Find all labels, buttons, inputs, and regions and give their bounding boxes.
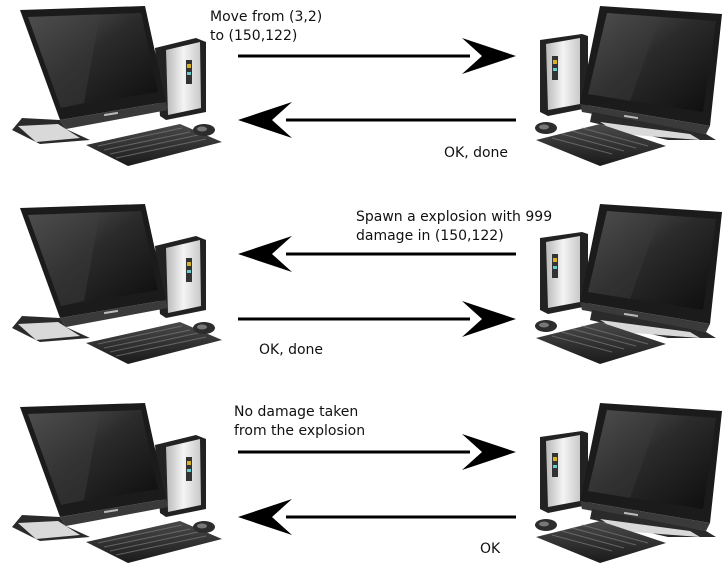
- row1-message: Move from (3,2) to (150,122): [210, 8, 322, 46]
- arrow-right-head-icon: [462, 434, 516, 470]
- right-computer-icon: [534, 5, 723, 167]
- right-computer-icon: [534, 203, 723, 365]
- row3-message-line2: from the explosion: [234, 423, 366, 439]
- arrow-left-head-icon: [238, 236, 292, 272]
- row3-message: No damage taken from the explosion: [234, 403, 365, 441]
- row2-reply-line1: OK, done: [259, 342, 324, 358]
- left-computer-icon: [11, 5, 223, 167]
- row1-message-line1: Move from (3,2): [210, 9, 323, 25]
- row2-message-line1: Spawn a explosion with 999: [356, 209, 553, 225]
- row3-message-line1: No damage taken: [234, 404, 359, 420]
- row3-reply-line1: OK: [480, 541, 501, 557]
- arrow-right-head-icon: [462, 301, 516, 337]
- row2-message-line2: damage in (150,122): [356, 228, 504, 244]
- row1-message-line2: to (150,122): [210, 28, 298, 44]
- row1-reply: OK, done: [444, 144, 508, 163]
- arrow-right-head-icon: [462, 38, 516, 74]
- right-computer-icon: [534, 402, 723, 564]
- row3-reply: OK: [480, 540, 500, 559]
- row2-reply: OK, done: [259, 341, 323, 360]
- arrow-left-head-icon: [238, 102, 292, 138]
- left-computer-icon: [11, 203, 223, 365]
- row1-reply-line1: OK, done: [444, 145, 509, 161]
- arrow-left-head-icon: [238, 499, 292, 535]
- row2-message: Spawn a explosion with 999 damage in (15…: [356, 208, 552, 246]
- left-computer-icon: [11, 402, 223, 564]
